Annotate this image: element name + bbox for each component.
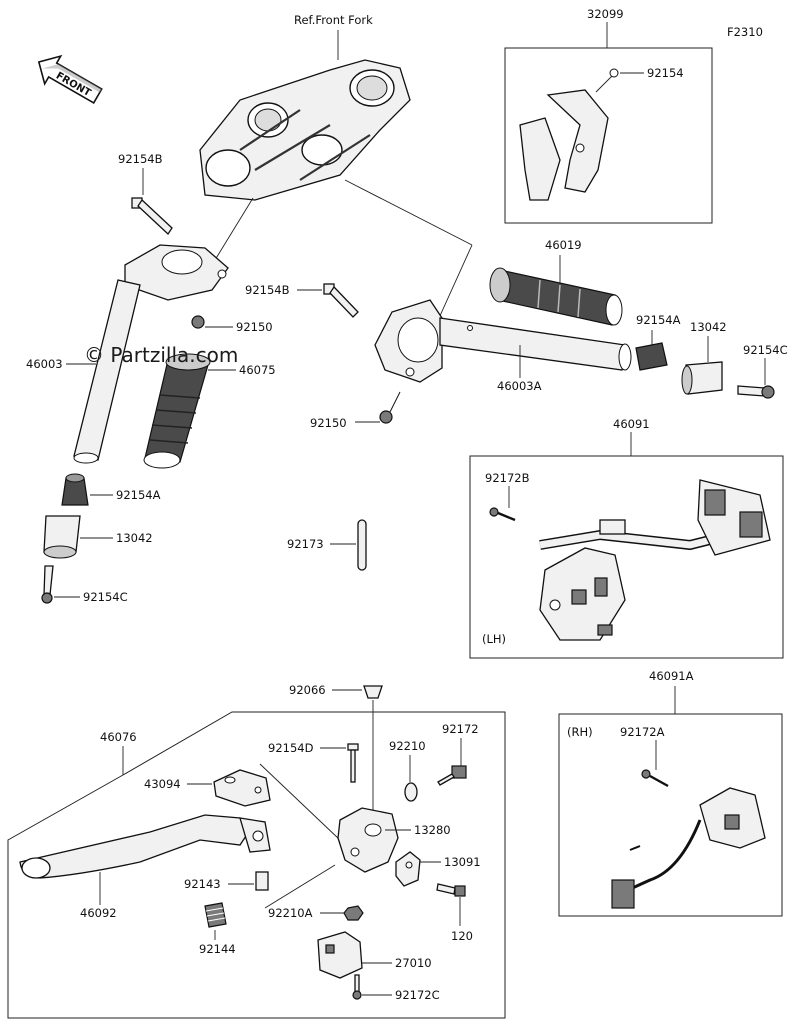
- grip-46075: [143, 353, 211, 469]
- lever-holder-13280: [337, 807, 399, 873]
- part-46003A-label: 46003A: [497, 379, 542, 393]
- part-32099-box: [504, 47, 713, 224]
- part-46092-label: 46092: [80, 906, 117, 920]
- screw-92172A: [641, 769, 669, 788]
- screw-92172B: [489, 507, 516, 522]
- part-92154A-left-label: 92154A: [116, 488, 161, 502]
- bolt-92154D: [347, 743, 359, 783]
- bolt-92154C-right: [737, 385, 775, 399]
- part-92066-label: 92066: [289, 683, 326, 697]
- part-46076-box: [7, 711, 506, 1019]
- part-32099-bracket: [519, 89, 609, 201]
- front-arrow-icon: FRONT: [37, 54, 103, 105]
- part-92154A-right-label: 92154A: [636, 313, 681, 327]
- brake-lever-46092: [19, 814, 271, 879]
- handlebar-tube-46003: [73, 279, 141, 464]
- part-92150-left-label: 92150: [236, 320, 273, 334]
- part-13042-right-label: 13042: [690, 320, 727, 334]
- cable-tie-92173: [357, 519, 367, 571]
- part-92172C-label: 92172C: [395, 988, 440, 1002]
- part-46091-box: [469, 455, 784, 659]
- part-92154-label: 92154: [647, 66, 684, 80]
- part-120-label: 120: [451, 929, 473, 943]
- part-92210A-label: 92210A: [268, 906, 313, 920]
- bolt-92154: [595, 73, 615, 93]
- bar-end-13042-left: [43, 515, 81, 559]
- screw-92150-center: [379, 391, 401, 424]
- part-92154B-left-label: 92154B: [118, 152, 163, 166]
- part-92173-label: 92173: [287, 537, 324, 551]
- part-32099-label: 32099: [587, 7, 624, 21]
- part-92172A-label: 92172A: [620, 725, 665, 739]
- part-92154D-label: 92154D: [268, 741, 314, 755]
- brake-switch-27010: [317, 931, 363, 979]
- bolt-120: [436, 883, 466, 897]
- lh-switch-assembly: [539, 479, 771, 641]
- bolt-92154B-center: [323, 283, 359, 318]
- clamp-13091: [395, 851, 421, 887]
- screw-92172C: [352, 974, 362, 1000]
- part-92154C-left-label: 92154C: [83, 590, 128, 604]
- part-92172B-label: 92172B: [485, 471, 530, 485]
- spring-92144: [204, 902, 227, 928]
- insert-92154A-left: [61, 473, 89, 506]
- cap-92066: [363, 685, 383, 699]
- part-46019-label: 46019: [545, 238, 582, 252]
- bolt-92154C-left: [41, 565, 54, 604]
- handlebar-clamp-center: [374, 299, 443, 383]
- handlebar-clamp-left: [124, 244, 229, 301]
- rh-label: (RH): [567, 725, 593, 739]
- grip-46019: [489, 267, 623, 326]
- rh-switch-assembly: [611, 787, 766, 909]
- screw-92172: [437, 765, 467, 786]
- part-13042-left-label: 13042: [116, 531, 153, 545]
- part-92154C-right-label: 92154C: [743, 343, 788, 357]
- part-43094-label: 43094: [144, 777, 181, 791]
- part-46091A-label: 46091A: [649, 669, 694, 683]
- insert-92154A-right: [635, 342, 668, 371]
- part-46091A-box: [558, 713, 783, 917]
- part-92144-label: 92144: [199, 942, 236, 956]
- part-27010-label: 27010: [395, 956, 432, 970]
- adjuster-43094: [213, 769, 271, 807]
- part-46003-label: 46003: [26, 357, 63, 371]
- part-92172-label: 92172: [442, 722, 479, 736]
- screw-92150-left: [191, 315, 205, 329]
- part-92143-label: 92143: [184, 877, 221, 891]
- lh-label: (LH): [482, 632, 506, 646]
- part-92154B-center-label: 92154B: [245, 283, 290, 297]
- part-92210-label: 92210: [389, 739, 426, 753]
- part-46091-label: 46091: [613, 417, 650, 431]
- part-13091-label: 13091: [444, 855, 481, 869]
- part-13280-label: 13280: [414, 823, 451, 837]
- part-92150-center-label: 92150: [310, 416, 347, 430]
- bolt-92154B-left: [131, 197, 173, 235]
- washer-92210: [404, 782, 418, 802]
- figure-code: F2310: [727, 25, 763, 39]
- upper-triple-clamp: [199, 59, 411, 201]
- bar-end-13042-right: [681, 361, 723, 395]
- bushing-92143: [255, 871, 269, 891]
- handlebar-tube-46003A: [439, 317, 632, 371]
- part-46076-label: 46076: [100, 730, 137, 744]
- watermark: © Partzilla.com: [84, 343, 238, 367]
- part-46075-label: 46075: [239, 363, 276, 377]
- nut-92210A: [343, 905, 364, 921]
- ref-front-fork-label: Ref.Front Fork: [294, 13, 373, 27]
